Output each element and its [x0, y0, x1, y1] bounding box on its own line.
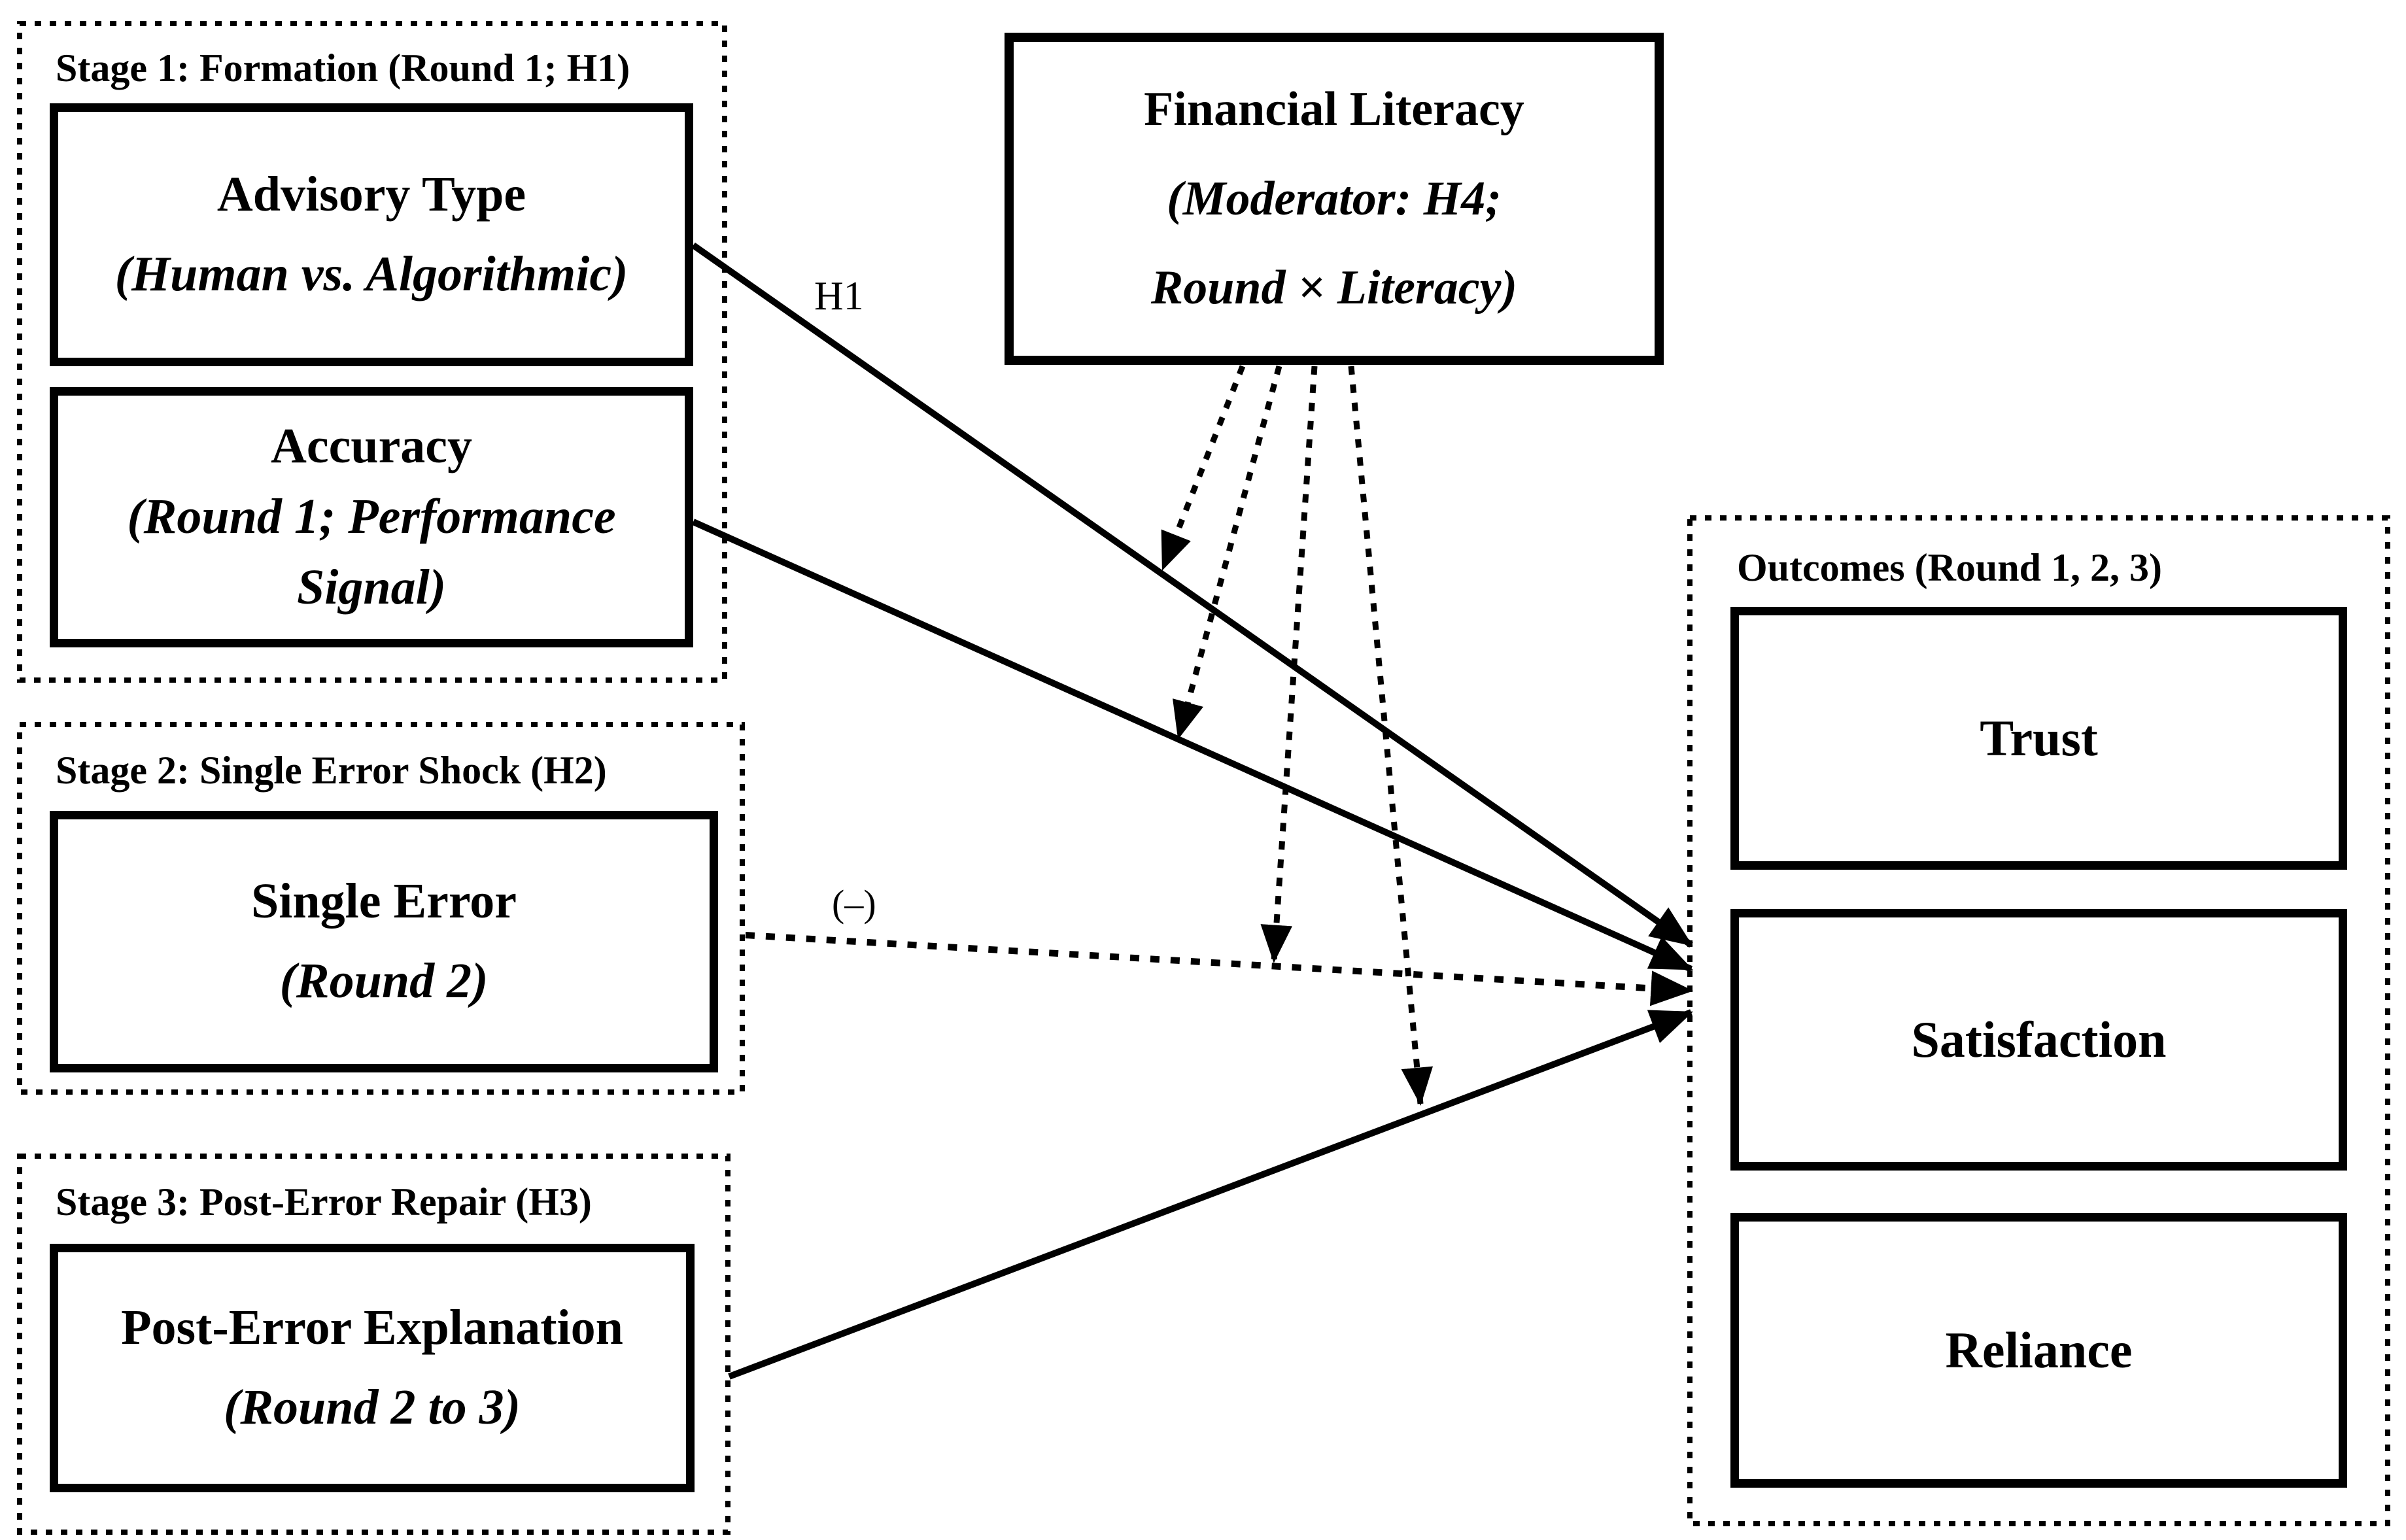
accuracy-label: Accuracy: [270, 419, 473, 474]
advisory-type-box: Advisory Type (Human vs. Algorithmic): [50, 103, 693, 366]
post-error-explanation-sublabel: (Round 2 to 3): [224, 1380, 521, 1435]
h1-path-label: H1: [814, 274, 864, 318]
single-error-label: Single Error: [250, 874, 517, 929]
post-error-explanation-box: Post-Error Explanation (Round 2 to 3): [50, 1244, 695, 1492]
advisory-type-label: Advisory Type: [216, 167, 526, 222]
trust-box: Trust: [1730, 607, 2347, 870]
path-single-error-to-outcomes: [745, 932, 1694, 1006]
stage2-title: Stage 2: Single Error Shock (H2): [56, 749, 607, 792]
reliance-label: Reliance: [1945, 1321, 2133, 1378]
satisfaction-box: Satisfaction: [1730, 909, 2347, 1171]
trust-label: Trust: [1980, 709, 2098, 766]
financial-literacy-box: Financial Literacy (Moderator: H4; Round…: [1005, 33, 1664, 365]
moderation-arrow-on-single-error-path: [1260, 366, 1318, 963]
moderation-arrow-on-accuracy-path: [1173, 365, 1282, 740]
stage1-title: Stage 1: Formation (Round 1; H1): [56, 46, 630, 90]
single-error-box: Single Error (Round 2): [50, 811, 718, 1072]
negative-effect-path-label: (–): [832, 882, 876, 925]
moderation-arrow-on-advisory-path: [1160, 365, 1246, 571]
outcomes-title: Outcomes (Round 1, 2, 3): [1737, 546, 2163, 589]
financial-literacy-sublabel-line2: Round × Literacy): [1150, 261, 1518, 315]
advisory-type-sublabel: (Human vs. Algorithmic): [114, 247, 628, 301]
path-advisory-type-to-outcomes: [691, 242, 1693, 948]
path-accuracy-to-outcomes: [691, 519, 1693, 972]
accuracy-sublabel-line1: (Round 1; Performance: [127, 489, 616, 545]
stage1-container-border: [17, 21, 727, 683]
path-post-error-to-outcomes: [728, 1009, 1694, 1380]
stage2-container-border: [17, 722, 745, 1095]
single-error-sublabel: (Round 2): [279, 953, 489, 1008]
moderation-arrow-on-post-error-path: [1348, 366, 1434, 1106]
financial-literacy-label: Financial Literacy: [1144, 82, 1524, 136]
financial-literacy-sublabel-line1: (Moderator: H4;: [1167, 171, 1502, 226]
accuracy-sublabel-line2: Signal): [296, 559, 447, 615]
reliance-box: Reliance: [1730, 1213, 2347, 1488]
accuracy-box: Accuracy (Round 1; Performance Signal): [50, 387, 693, 647]
post-error-explanation-label: Post-Error Explanation: [121, 1300, 623, 1356]
stage3-title: Stage 3: Post-Error Repair (H3): [56, 1180, 592, 1223]
satisfaction-label: Satisfaction: [1911, 1010, 2167, 1068]
